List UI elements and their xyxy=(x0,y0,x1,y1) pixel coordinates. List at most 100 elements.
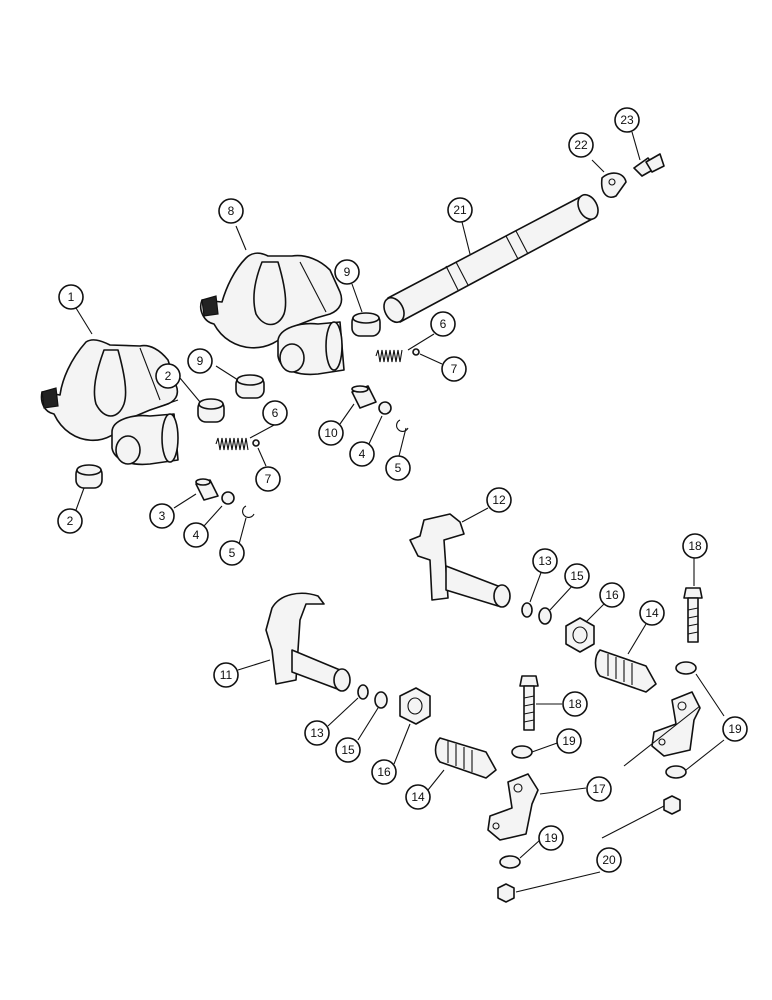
bracket-17-right xyxy=(651,691,701,757)
shift-fork-8 xyxy=(199,252,345,376)
clip-5-left xyxy=(242,505,255,518)
adjuster-14-lower xyxy=(434,737,497,779)
washer-19-mid xyxy=(511,745,533,759)
callout: 6 xyxy=(430,311,456,337)
nut-16-lower xyxy=(399,687,431,725)
callout: 2 xyxy=(155,363,181,389)
callout: 23 xyxy=(614,107,640,133)
pin-parts xyxy=(195,385,409,518)
callout-label: 19 xyxy=(544,831,558,845)
ball-7-left xyxy=(252,439,260,447)
callout: 4 xyxy=(183,522,209,548)
washer-13-upper xyxy=(521,602,533,618)
washer-15-upper xyxy=(538,607,552,625)
callout-label: 16 xyxy=(605,588,619,602)
washer-13-lower xyxy=(357,684,369,700)
callout-label: 5 xyxy=(395,461,402,475)
spring-6-right xyxy=(375,349,403,363)
callout: 13 xyxy=(304,720,330,746)
callout-label: 17 xyxy=(592,782,606,796)
retainer-parts xyxy=(600,153,665,198)
spring-6-left xyxy=(215,437,249,451)
callout: 12 xyxy=(486,487,512,513)
callout: 17 xyxy=(586,776,612,802)
callout: 7 xyxy=(441,356,467,382)
callout-label: 4 xyxy=(193,528,200,542)
callout: 15 xyxy=(564,563,590,589)
callout: 19 xyxy=(538,825,564,851)
shift-fork-1 xyxy=(40,339,179,466)
callout-label: 20 xyxy=(602,853,616,867)
callout-label: 23 xyxy=(620,113,634,127)
plate-22 xyxy=(600,172,627,198)
callout: 22 xyxy=(568,132,594,158)
callout-label: 22 xyxy=(574,138,588,152)
callout-label: 2 xyxy=(165,369,172,383)
callout: 8 xyxy=(218,198,244,224)
callout-label: 19 xyxy=(728,722,742,736)
callout: 4 xyxy=(349,441,375,467)
callout-label: 10 xyxy=(324,426,338,440)
callout: 9 xyxy=(334,259,360,285)
callout-label: 5 xyxy=(229,546,236,560)
callout: 19 xyxy=(722,716,748,742)
washer-19-top xyxy=(675,661,697,675)
callout-label: 15 xyxy=(570,569,584,583)
detent-parts xyxy=(215,348,420,451)
callout: 11 xyxy=(213,662,239,688)
fastener-parts xyxy=(357,602,657,779)
callout-label: 13 xyxy=(310,726,324,740)
callout: 16 xyxy=(371,759,397,785)
callout-label: 12 xyxy=(492,493,506,507)
callout-label: 14 xyxy=(645,606,659,620)
callout-label: 3 xyxy=(159,509,166,523)
callout: 13 xyxy=(532,548,558,574)
callout: 16 xyxy=(599,582,625,608)
washer-15-lower xyxy=(374,691,388,709)
callout-label: 18 xyxy=(688,539,702,553)
callout: 2 xyxy=(57,508,83,534)
roller-4-left xyxy=(221,491,235,505)
callout: 19 xyxy=(556,728,582,754)
callout-label: 15 xyxy=(341,743,355,757)
callout: 7 xyxy=(255,466,281,492)
callout-label: 7 xyxy=(265,472,272,486)
adjuster-14-upper xyxy=(594,649,657,693)
callout: 18 xyxy=(562,691,588,717)
callout: 1 xyxy=(58,284,84,310)
callout-label: 19 xyxy=(562,734,576,748)
callouts: 1 2 2 3 4 5 6 7 8 9 9 6 7 10 4 5 21 22 2… xyxy=(57,107,748,873)
callout-label: 6 xyxy=(440,317,447,331)
ball-7-right xyxy=(412,348,420,356)
bolt-18-left xyxy=(519,675,539,687)
callout-label: 7 xyxy=(451,362,458,376)
shift-rail-21 xyxy=(383,193,599,324)
callout: 3 xyxy=(149,503,175,529)
leader-lines xyxy=(75,131,725,893)
callout-label: 2 xyxy=(67,514,74,528)
callout: 10 xyxy=(318,420,344,446)
washer-19-right xyxy=(665,765,687,779)
callout-label: 4 xyxy=(359,447,366,461)
callout-label: 13 xyxy=(538,554,552,568)
nut-16-upper xyxy=(565,617,595,653)
shift-lever-12 xyxy=(409,513,511,608)
callout: 5 xyxy=(219,540,245,566)
callout: 5 xyxy=(385,455,411,481)
callout: 6 xyxy=(262,400,288,426)
clip-5-right xyxy=(396,419,409,432)
callout: 18 xyxy=(682,533,708,559)
callout-label: 9 xyxy=(344,265,351,279)
callout: 20 xyxy=(596,847,622,873)
bracket-17-left xyxy=(487,773,539,841)
callout: 15 xyxy=(335,737,361,763)
callout-label: 6 xyxy=(272,406,279,420)
nut-20-left xyxy=(497,883,515,903)
callout-label: 18 xyxy=(568,697,582,711)
callout-label: 8 xyxy=(228,204,235,218)
callout: 9 xyxy=(187,348,213,374)
nut-20-right xyxy=(663,795,681,815)
callout-label: 1 xyxy=(68,290,75,304)
callout-label: 14 xyxy=(411,790,425,804)
